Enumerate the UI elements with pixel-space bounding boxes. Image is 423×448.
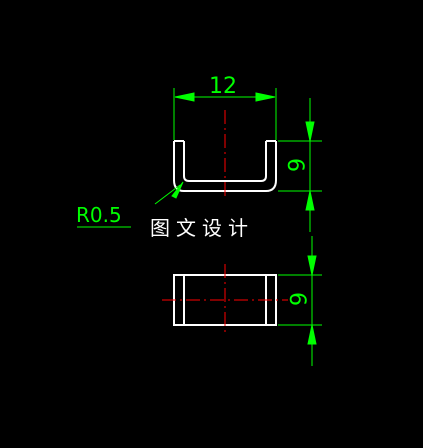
- radius-label: R0.5: [76, 203, 122, 227]
- side-height-dimension-label: 6: [284, 292, 309, 306]
- side-height-dimension: [278, 236, 322, 366]
- width-dimension: [173, 88, 277, 140]
- radius-leader: [77, 181, 184, 228]
- top-height-dimension: [278, 98, 322, 232]
- width-dimension-label: 12: [209, 74, 237, 99]
- watermark-caption: 图文设计: [150, 216, 254, 240]
- top-height-dimension-label: 6: [282, 158, 307, 172]
